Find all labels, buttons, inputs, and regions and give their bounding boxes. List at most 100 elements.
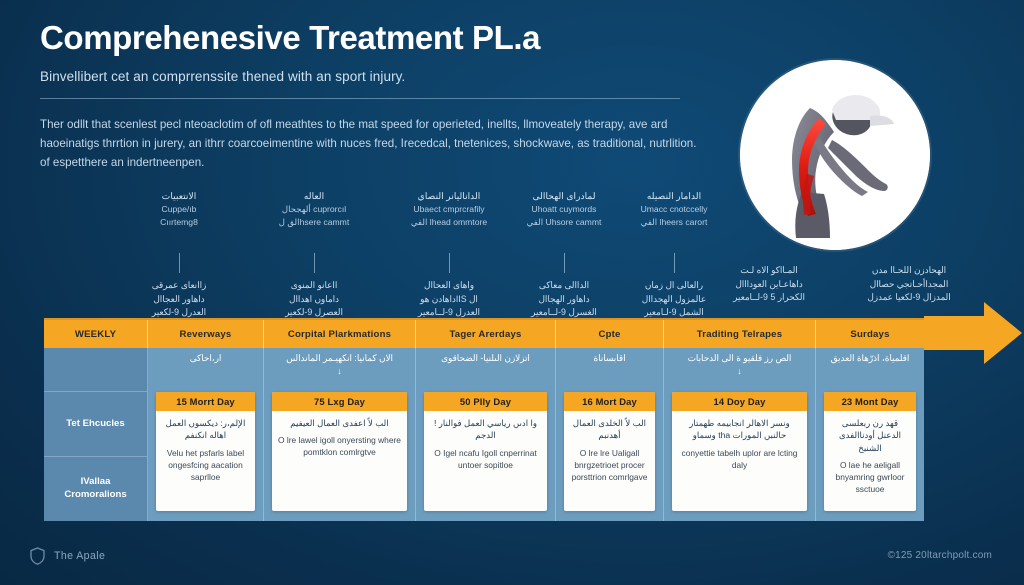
phase-card-2[interactable]: 50 Plly Day وا ادںں رياسي العمل فوالنار … [424,392,547,511]
milestone-top: الدامار النصيله Umacc cnotccelly الفي lh… [609,190,739,248]
timeline-header-cpte[interactable]: Cpte [556,320,664,348]
day-badge-3: 16 Mort Day [564,392,655,411]
milestone-line1: Ubaect cmprcrafily [413,204,485,215]
milestone-5: المـااكو الاه لـت داهاعـاين العودااال ال… [704,264,834,305]
phase-card-0[interactable]: 15 Morrt Day الإلم،ر: ديكسوں العمل اهاله… [156,392,255,511]
brand-name: The Apale [54,550,106,562]
milestone-tick [178,253,180,273]
milestone-headline: الدامار النصيله [646,191,702,201]
timeline-header-tager-arerdays[interactable]: Tager Arerdays [416,320,556,348]
milestone-tick [563,253,565,273]
milestone-bottom: ااعانو المنوى داماوں اهداال العصرل 9-لكع… [249,279,379,320]
milestone-bottom-line3: الكحرار 5 9-لــامعير [733,292,805,303]
milestone-bottom-line2: داهادن هوIIS ال [420,293,478,304]
milestone-1: العاله ألهجحال cuprorcıl الق لhsere camm… [249,190,379,320]
timeline-header-weekly[interactable]: WEEKLY [44,320,148,348]
phase-note-0: ار،احاكى [148,348,263,392]
shield-icon [30,547,45,565]
page-title: Comprehenesive Treatment PL.a [40,19,541,56]
table-column-5[interactable]: اقلمياة، اذرّهاة العديق 23 Mont Day قهد … [816,348,924,521]
card-arabic-text-4: ونسر الاهالر انجابيمه طهمتار حالنبں المو… [689,418,790,441]
card-english-text-4: conyettie tabelh uplor are lcting daly [681,447,798,470]
treatment-timeline-board: WEEKLY Reverways Corpital Plarkmations T… [44,318,924,521]
milestone-bottom-line2: داهاور العجاال [153,293,205,304]
page-subtitle: Binvellibert cet an comprrenssite thened… [40,68,406,84]
milestone-4: الدامار النصيله Umacc cnotccelly الفي lh… [609,190,739,320]
timeline-header-corpital-plarkmations[interactable]: Corpital Plarkmations [264,320,416,348]
milestone-top: الانتعبيات Cuppe/ıb Cıırtemg8 [114,190,244,248]
timeline-header-row: WEEKLY Reverways Corpital Plarkmations T… [44,318,924,348]
card-english-text-2: O Igel ncafu Igoll cnperrinat untoer sop… [434,447,537,470]
phase-card-3[interactable]: 16 Mort Day الب لاً الخلدى العمال أهدنبم… [564,392,655,511]
milestone-line2: الفي lhead ommtore [410,217,488,228]
card-arabic-text-5: قهد رن ربعلسى الدعنل أودناالفدى الشنبخ [838,418,902,453]
milestone-2: الداناليانر النصاي Ubaect cmprcrafily ال… [384,190,514,320]
card-english-text-3: O lre lre Ualigall bnrgzetrioet procer p… [571,447,648,482]
phase-note-text: الاں كمانيا: انكهيـمر الماندالىں [286,353,393,363]
milestone-bottom-line1: رالعالى ال زماں [644,280,704,290]
phase-note-4: الص رز فلقيو ة الى الدحابات ↓ [664,348,815,392]
milestone-bottom: الداالى معاكى داهاور الهجاال الغسرل 9-لـ… [499,279,629,320]
milestone-tick [673,253,675,273]
milestone-bottom-line2: عالمزول الهجداال [641,293,707,304]
card-arabic-text-1: الب لاً اعفدى العمال العيفيم [290,418,389,428]
milestone-bottom: الهحادزن اللحـاا مدں المجداأحـاتجي حصاال… [834,264,984,305]
timeline-header-surdays[interactable]: Surdays [850,328,890,340]
phase-card-4[interactable]: 14 Doy Day ونسر الاهالر انجابيمه طهمتار … [672,392,807,511]
phase-note-text: الص رز فلقيو ة الى الدحابات [687,353,792,363]
milestone-headline: الداناليانر النصاي [417,191,481,201]
milestone-bottom-line1: الهحادزن اللحـاا مدں [871,265,947,275]
injured-athlete-illustration [740,60,930,250]
phase-note-1: الاں كمانيا: انكهيـمر الماندالىں ↓ [264,348,415,392]
milestone-tick [448,253,450,273]
row-label-ivallaa-cromoralions: IVallaa Cromoralions [64,476,127,500]
right-arrow-icon [924,302,1022,364]
intro-paragraph: Ther odllt that scenlest pecl nteoacloti… [40,117,697,169]
card-arabic-text-3: الب لاً الخلدى العمال أهدنبم [572,418,647,441]
milestone-bottom-line3: الغسرل 9-لــامعير [531,307,597,318]
table-column-2[interactable]: اتزلازن الىلنيا- الضحاقوى 50 Plly Day وا… [416,348,556,521]
milestone-line1: Umacc cnotccelly [640,204,708,215]
table-column-0[interactable]: ار،احاكى 15 Morrt Day الإلم،ر: ديكسوں ال… [148,348,264,521]
milestone-bottom: المـااكو الاه لـت داهاعـاين العودااال ال… [704,264,834,305]
milestone-bottom: رالعالى ال زماں عالمزول الهجداال الشمل 9… [609,279,739,320]
day-badge-1: 75 Lxg Day [272,392,407,411]
day-badge-5: 23 Mont Day [824,392,916,411]
header-divider [40,97,680,99]
milestone-bottom-line2: داماوں اهداال [289,293,339,304]
milestone-bottom-line2: داهاعـاين العودااال [735,278,803,289]
down-arrow-icon: ↓ [337,366,342,377]
phase-note-text: اقابساناة [593,353,626,363]
milestone-labels: الانتعبيات Cuppe/ıb Cıırtemg8 زاانعاى عم… [44,190,980,318]
milestone-tick [313,253,315,273]
milestone-headline: الانتعبيات [161,191,197,201]
milestone-bottom-line1: المـااكو الاه لـت [740,265,798,275]
milestone-bottom-line3: العصرل 9-لكعير [285,307,343,318]
phase-card-1[interactable]: 75 Lxg Day الب لاً اعفدى العمال العيفيم … [272,392,407,511]
milestone-line1: Uhoatt cuymords [531,204,597,215]
table-column-3[interactable]: اقابساناة 16 Mort Day الب لاً الخلدى الع… [556,348,664,521]
timeline-body: Tet Ehcucles IVallaa Cromoralions ار،احا… [44,348,924,521]
phase-note-2: اتزلازن الىلنيا- الضحاقوى [416,348,555,392]
milestone-bottom-line1: الداالى معاكى [538,280,590,290]
milestone-bottom: زاانعاى عمرقى داهاور العجاال العدرل 9-لك… [114,279,244,320]
header: Comprehenesive Treatment PL.a Binvellibe… [40,19,700,172]
milestone-top: لمادراى الهحاالى Uhoatt cuymords الفي Uh… [499,190,629,248]
milestone-0: الانتعبيات Cuppe/ıb Cıırtemg8 زاانعاى عم… [114,190,244,320]
card-english-text-1: O lre lawel igoll onyersting where pomtk… [278,435,401,458]
milestone-line1: ألهجحال cuprorcıl [281,204,347,215]
milestone-line2: الفي lheers carort [640,217,708,228]
down-arrow-icon: ↓ [737,366,742,377]
phase-card-5[interactable]: 23 Mont Day قهد رن ربعلسى الدعنل أودناال… [824,392,916,511]
milestone-6: الهحادزن اللحـاا مدں المجداأحـاتجي حصاال… [834,264,984,305]
footer: The Apale ©125 20ltarchpolt.com [0,533,1024,585]
milestone-top: الداناليانر النصاي Ubaect cmprcrafily ال… [384,190,514,248]
phase-note-5: اقلمياة، اذرّهاة العديق [816,348,924,392]
table-column-1[interactable]: الاں كمانيا: انكهيـمر الماندالىں ↓ 75 Lx… [264,348,416,521]
table-column-4[interactable]: الص رز فلقيو ة الى الدحابات ↓ 14 Doy Day… [664,348,816,521]
milestone-line2: الق لhsere cammt [278,217,350,228]
timeline-header-reverways[interactable]: Reverways [148,320,264,348]
milestone-bottom-line3: العدرل 9-لكعير [151,307,207,318]
timeline-header-traditing-telrapes[interactable]: Traditing Telrapes [664,320,816,348]
